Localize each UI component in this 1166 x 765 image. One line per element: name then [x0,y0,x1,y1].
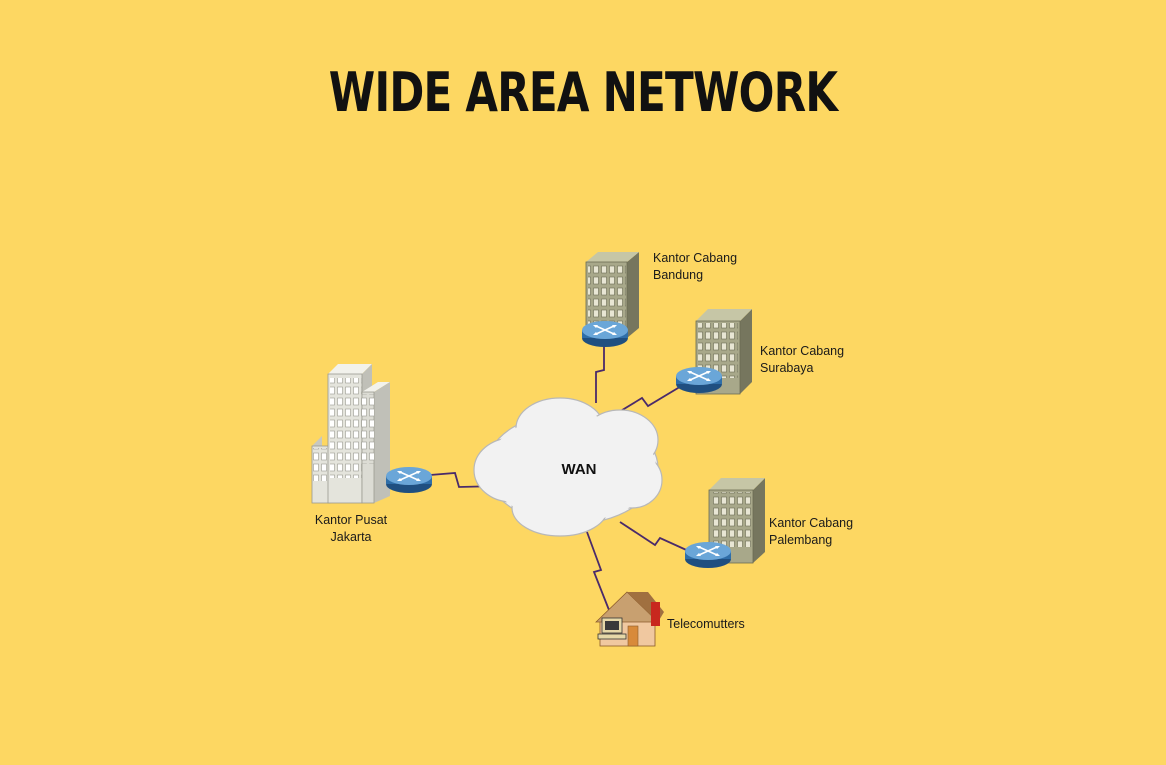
node-jakarta-label-2: Jakarta [331,530,372,544]
building-icon [311,364,390,504]
node-jakarta: Kantor Pusat Jakarta [311,364,433,544]
wan-label: WAN [562,461,597,478]
node-palembang-label-2: Palembang [769,533,832,547]
node-bandung-label-1: Kantor Cabang [653,251,737,265]
link-bandung [595,338,605,403]
wan-cloud: WAN [473,397,663,537]
node-surabaya-label-1: Kantor Cabang [760,344,844,358]
node-palembang-label-1: Kantor Cabang [769,516,853,530]
link-palembang [619,521,694,554]
link-telecommuters [586,531,610,611]
link-surabaya [608,381,689,419]
node-telecommuters: Telecomutters [595,591,745,647]
building-icon [708,478,765,564]
node-surabaya-label-2: Surabaya [760,361,814,375]
wan-links [429,338,694,611]
router-icon [684,541,732,569]
node-surabaya: Kantor Cabang Surabaya [675,309,844,395]
node-telecommuters-label: Telecomutters [667,617,745,631]
router-icon [675,366,723,394]
computer-icon [597,617,627,640]
node-bandung: Kantor Cabang Bandung [581,251,737,348]
page-title: WIDE AREA NETWORK [328,61,838,124]
router-icon [581,320,629,348]
building-icon [695,309,752,395]
router-icon [385,466,433,494]
node-palembang: Kantor Cabang Palembang [684,478,853,569]
node-jakarta-label-1: Kantor Pusat [315,513,388,527]
node-bandung-label-2: Bandung [653,268,703,282]
